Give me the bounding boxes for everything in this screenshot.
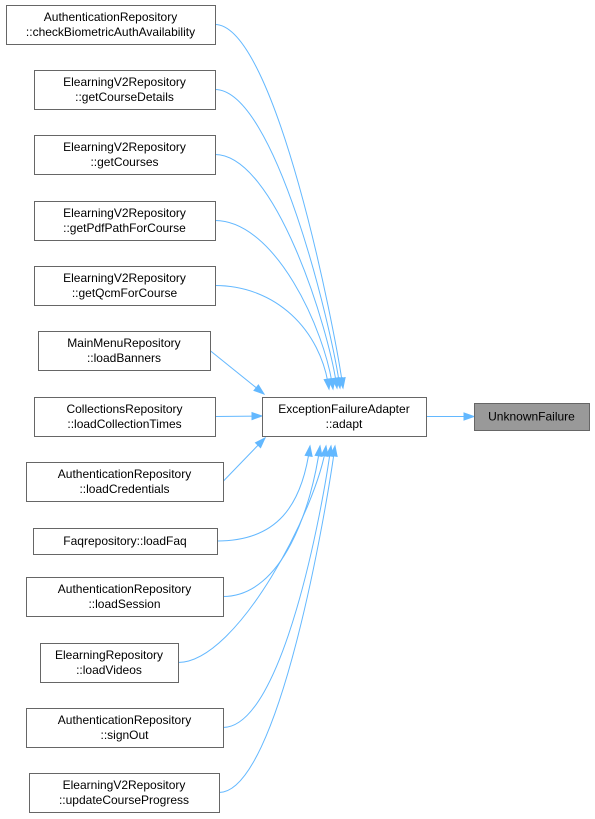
edge-caller-6-line [209,350,265,395]
edge-adapt-to-unknownfailure [426,412,476,421]
edges-layer [177,24,476,793]
edge-adapt-to-unknownfailure-arrowhead [463,412,476,421]
edge-caller-8 [222,436,267,482]
caller-node-10-label-line-1: AuthenticationRepository [58,582,191,596]
caller-node-13-box [29,773,220,813]
edge-caller-1-line [214,24,344,389]
edge-caller-5-arrowhead [323,378,332,391]
target-node-unknownfailure-label-line-1: UnknownFailure [488,410,575,424]
caller-node-5-box [34,266,216,306]
edge-caller-6-arrowhead [253,384,266,395]
caller-node-10[interactable]: AuthenticationRepository::loadSession [26,577,224,617]
edge-caller-2 [214,89,343,390]
edge-caller-9-arrowhead [304,444,313,457]
caller-node-4-label-line-1: ElearningV2Repository [63,206,186,220]
caller-node-7-label-line-1: CollectionsRepository [66,402,182,416]
edge-caller-11-arrowhead [320,444,329,457]
caller-node-3-box [34,135,216,175]
caller-node-13[interactable]: ElearningV2Repository::updateCourseProgr… [29,773,220,813]
edge-caller-10 [222,444,323,597]
caller-node-3-label-line-1: ElearningV2Repository [63,140,186,154]
edge-caller-10-line [222,445,321,597]
edge-caller-13-line [218,445,336,793]
nodes-layer: AuthenticationRepository::checkBiometric… [6,5,590,813]
caller-node-5-label-line-1: ElearningV2Repository [63,271,186,285]
caller-node-10-box [26,577,224,617]
caller-node-6[interactable]: MainMenuRepository::loadBanners [38,331,211,371]
caller-node-8[interactable]: AuthenticationRepository::loadCredential… [26,462,224,502]
edge-caller-1 [214,24,346,390]
caller-node-4[interactable]: ElearningV2Repository::getPdfPathForCour… [34,201,216,241]
caller-node-1-label-line-2: ::checkBiometricAuthAvailability [26,25,195,39]
caller-node-2-label-line-2: ::getCourseDetails [75,90,174,104]
target-node-unknownfailure[interactable]: UnknownFailure [474,403,590,431]
edge-caller-4-line [214,220,334,390]
caller-node-8-label-line-1: AuthenticationRepository [58,467,191,481]
caller-node-6-label-line-2: ::loadBanners [87,351,161,365]
caller-node-9[interactable]: Faqrepository::loadFaq [33,528,218,555]
caller-node-11-box [40,643,179,683]
caller-node-5[interactable]: ElearningV2Repository::getQcmForCourse [34,266,216,306]
center-node-adapt[interactable]: ExceptionFailureAdapter::adapt [262,397,427,437]
caller-node-12-box [26,708,224,748]
edge-caller-6 [209,350,266,395]
edge-caller-8-arrowhead [254,436,267,449]
caller-node-4-box [34,201,216,241]
edge-caller-3-line [214,154,338,389]
caller-node-11[interactable]: ElearningRepository::loadVideos [40,643,179,683]
edge-caller-9-line [216,445,311,542]
caller-node-11-label-line-2: ::loadVideos [76,663,142,677]
caller-node-5-label-line-2: ::getQcmForCourse [72,286,178,300]
caller-node-12-label-line-2: ::signOut [100,728,149,742]
caller-node-12-label-line-1: AuthenticationRepository [58,713,191,727]
center-node-adapt-box [262,397,427,437]
edge-caller-5 [214,285,332,391]
caller-node-1[interactable]: AuthenticationRepository::checkBiometric… [6,5,216,45]
caller-node-10-label-line-2: ::loadSession [88,597,160,611]
edge-caller-9 [216,444,313,542]
caller-node-12[interactable]: AuthenticationRepository::signOut [26,708,224,748]
caller-node-3-label-line-2: ::getCourses [90,155,158,169]
edge-caller-4 [214,220,336,391]
center-node-adapt-label-line-1: ExceptionFailureAdapter [278,402,409,416]
caller-node-6-label-line-1: MainMenuRepository [67,336,180,350]
edge-caller-2-line [214,89,341,389]
caller-node-6-box [38,331,211,371]
edge-caller-13 [218,444,338,793]
caller-node-2[interactable]: ElearningV2Repository::getCourseDetails [34,70,216,110]
caller-node-13-label-line-2: ::updateCourseProgress [59,793,189,807]
edge-caller-12 [222,444,334,728]
caller-node-13-label-line-1: ElearningV2Repository [63,778,186,792]
caller-node-9-box [33,528,218,555]
edge-caller-12-line [222,445,332,728]
caller-node-2-box [34,70,216,110]
caller-node-7[interactable]: CollectionsRepository::loadCollectionTim… [34,397,216,437]
caller-node-8-box [26,462,224,502]
target-node-unknownfailure-box [474,403,590,431]
caller-node-4-label-line-2: ::getPdfPathForCourse [63,221,186,235]
caller-node-8-label-line-2: ::loadCredentials [79,482,169,496]
caller-node-3[interactable]: ElearningV2Repository::getCourses [34,135,216,175]
edge-caller-13-arrowhead [329,444,338,457]
caller-node-1-label-line-1: AuthenticationRepository [44,10,177,24]
caller-node-11-label-line-1: ElearningRepository [55,648,163,662]
edge-caller-10-arrowhead [314,444,323,457]
edge-caller-11 [177,444,329,663]
edge-caller-7 [214,411,264,421]
edge-caller-5-line [214,285,330,390]
caller-node-7-label-line-2: ::loadCollectionTimes [67,417,181,431]
caller-node-2-label-line-1: ElearningV2Repository [63,75,186,89]
caller-node-9-label-line-1: Faqrepository::loadFaq [63,534,186,548]
caller-node-1-box [6,5,216,45]
edge-caller-7-arrowhead [251,411,264,421]
edge-caller-11-line [177,445,327,663]
caller-node-7-box [34,397,216,437]
center-node-adapt-label-line-2: ::adapt [326,417,363,431]
